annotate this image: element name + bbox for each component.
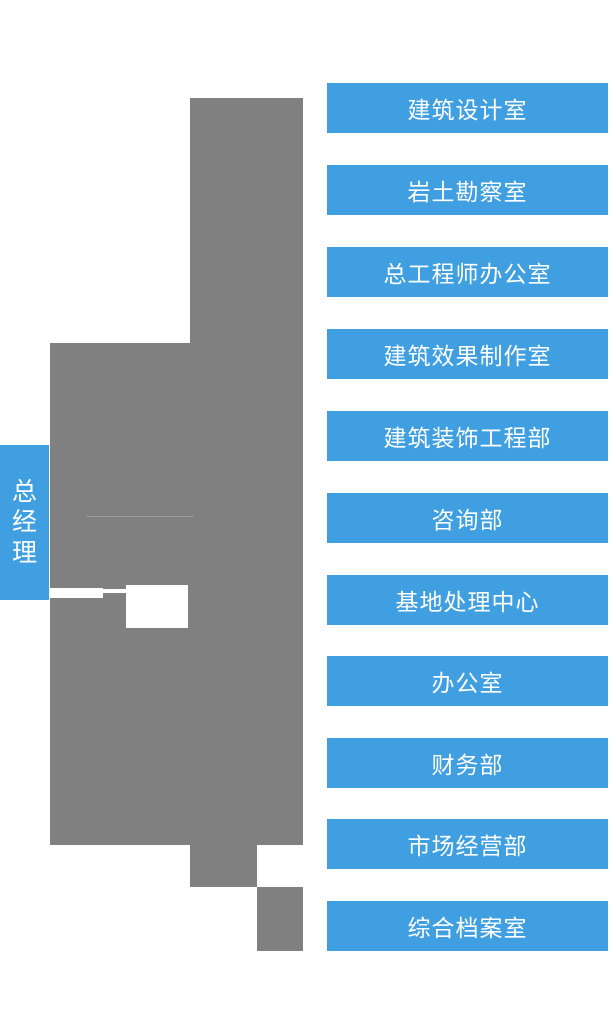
root-node-general-manager[interactable]: 总经理: [0, 445, 49, 600]
dept-node-label: 岩土勘察室: [407, 179, 528, 205]
root-node-label: 总经理: [11, 477, 37, 567]
dept-node-11[interactable]: 综合档案室: [327, 901, 608, 951]
dept-node-label: 财务部: [431, 752, 504, 778]
dept-node-5[interactable]: 建筑装饰工程部: [327, 411, 608, 461]
connector-thin-link-line: [103, 589, 126, 593]
dept-node-3[interactable]: 总工程师办公室: [327, 247, 608, 297]
dept-node-label: 建筑装饰工程部: [383, 425, 552, 451]
dept-node-label: 市场经营部: [407, 833, 528, 859]
connector-notch-lower: [257, 845, 303, 887]
dept-node-9[interactable]: 财务部: [327, 738, 608, 788]
dept-node-2[interactable]: 岩土勘察室: [327, 165, 608, 215]
connector-trunk-main: [190, 98, 303, 887]
dept-node-1[interactable]: 建筑设计室: [327, 83, 608, 133]
dept-node-7[interactable]: 基地处理中心: [327, 575, 608, 625]
dept-node-label: 建筑效果制作室: [383, 343, 552, 369]
dept-node-label: 咨询部: [431, 507, 504, 533]
dept-node-4[interactable]: 建筑效果制作室: [327, 329, 608, 379]
dept-node-10[interactable]: 市场经营部: [327, 819, 608, 869]
dept-node-6[interactable]: 咨询部: [327, 493, 608, 543]
dept-node-label: 建筑设计室: [407, 97, 528, 123]
connector-highlight-line: [86, 516, 194, 517]
dept-node-8[interactable]: 办公室: [327, 656, 608, 706]
dept-node-label: 总工程师办公室: [383, 261, 552, 287]
connector-gap-strip: [50, 588, 103, 598]
connector-trunk-bottom-step: [257, 887, 303, 951]
dept-node-label: 基地处理中心: [395, 589, 540, 615]
connector-inner-knockout: [126, 585, 188, 628]
dept-node-label: 综合档案室: [407, 915, 528, 941]
dept-node-label: 办公室: [431, 670, 504, 696]
